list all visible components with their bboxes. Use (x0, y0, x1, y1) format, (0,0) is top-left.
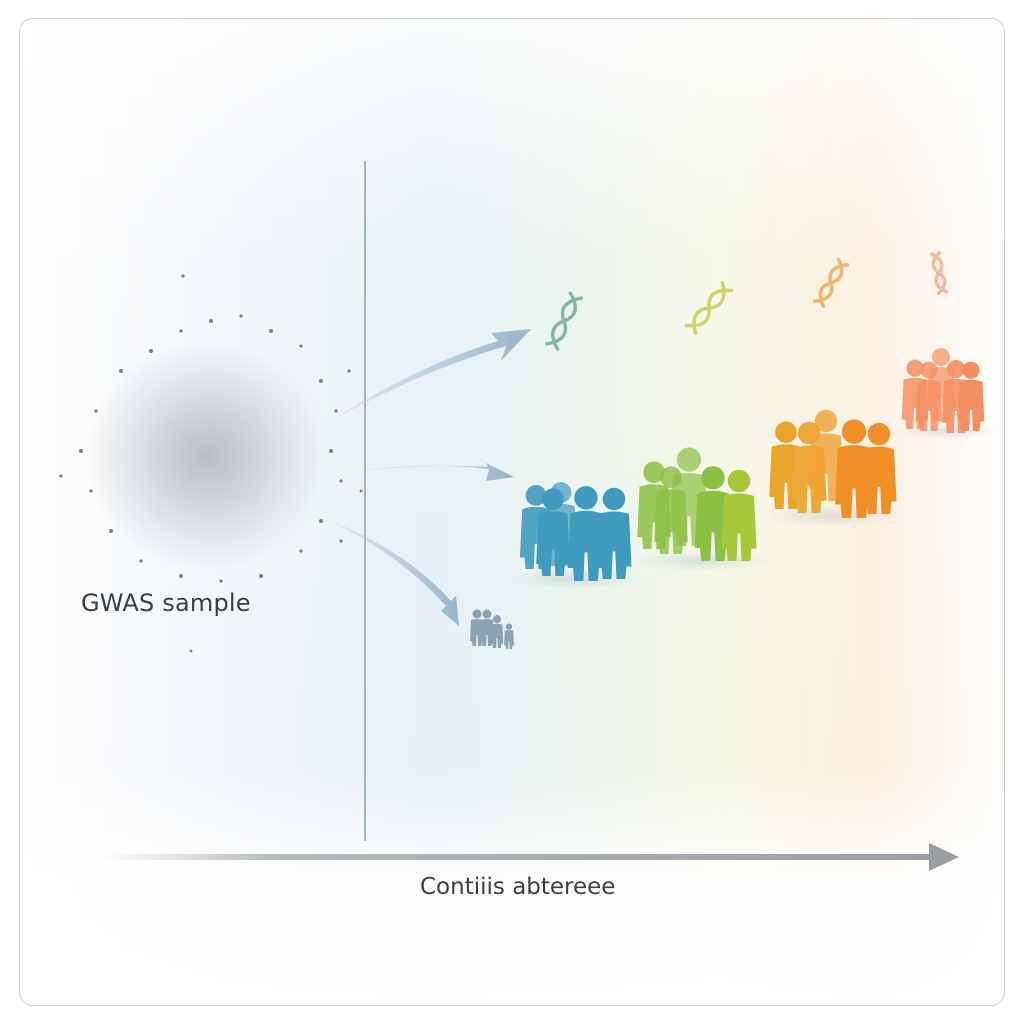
orange-group (761, 409, 901, 526)
gwas-sample-label: GWAS sample (81, 589, 251, 617)
diagram-frame: GWAS sample Contiiis abtereee (19, 18, 1005, 1006)
salmon-group (896, 348, 996, 439)
gwas-dot-cloud (59, 274, 363, 653)
green-group (631, 447, 771, 571)
axis-arrow (101, 843, 959, 871)
axis-label: Contiiis abtereee (420, 874, 616, 900)
arrows (331, 329, 531, 626)
diagram-canvas (20, 19, 1004, 1005)
dna-icons (544, 250, 949, 351)
arrow-mid (341, 463, 514, 481)
arrow-up (331, 329, 531, 421)
blue-group (506, 482, 646, 589)
